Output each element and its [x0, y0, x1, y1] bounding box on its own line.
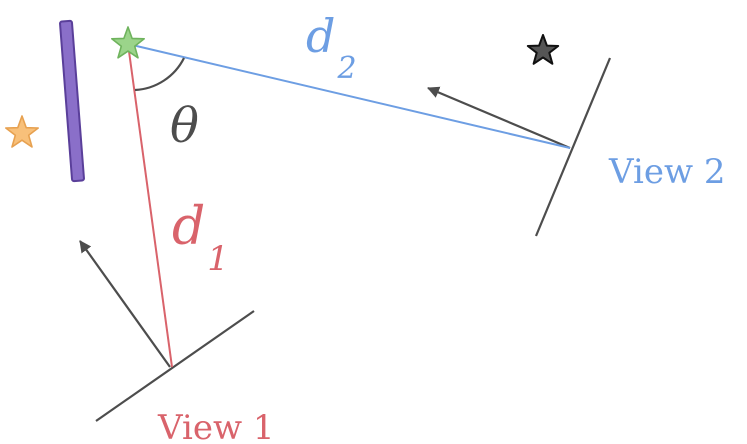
- d1-subscript: 1: [207, 239, 229, 279]
- view1-label: View 1: [157, 408, 275, 444]
- theta-angle-arc: [134, 57, 185, 92]
- d2-label: d2: [306, 9, 357, 86]
- ray-d1: [127, 43, 173, 368]
- view2-label: View 2: [608, 152, 726, 192]
- view2-camera-plane: [534, 57, 612, 237]
- d1-label: d1: [172, 197, 229, 279]
- star-green-icon: [111, 26, 145, 59]
- star-orange-icon: [5, 115, 39, 148]
- view1-direction-arrow: [79, 240, 171, 368]
- star-black-icon: [526, 34, 560, 65]
- view1-camera-plane: [95, 310, 255, 422]
- view2-direction-arrow: [427, 86, 571, 150]
- theta-label: θ: [170, 98, 199, 154]
- d2-subscript: 2: [336, 51, 356, 86]
- occluder-bar: [59, 19, 85, 183]
- ray-d2: [127, 43, 571, 149]
